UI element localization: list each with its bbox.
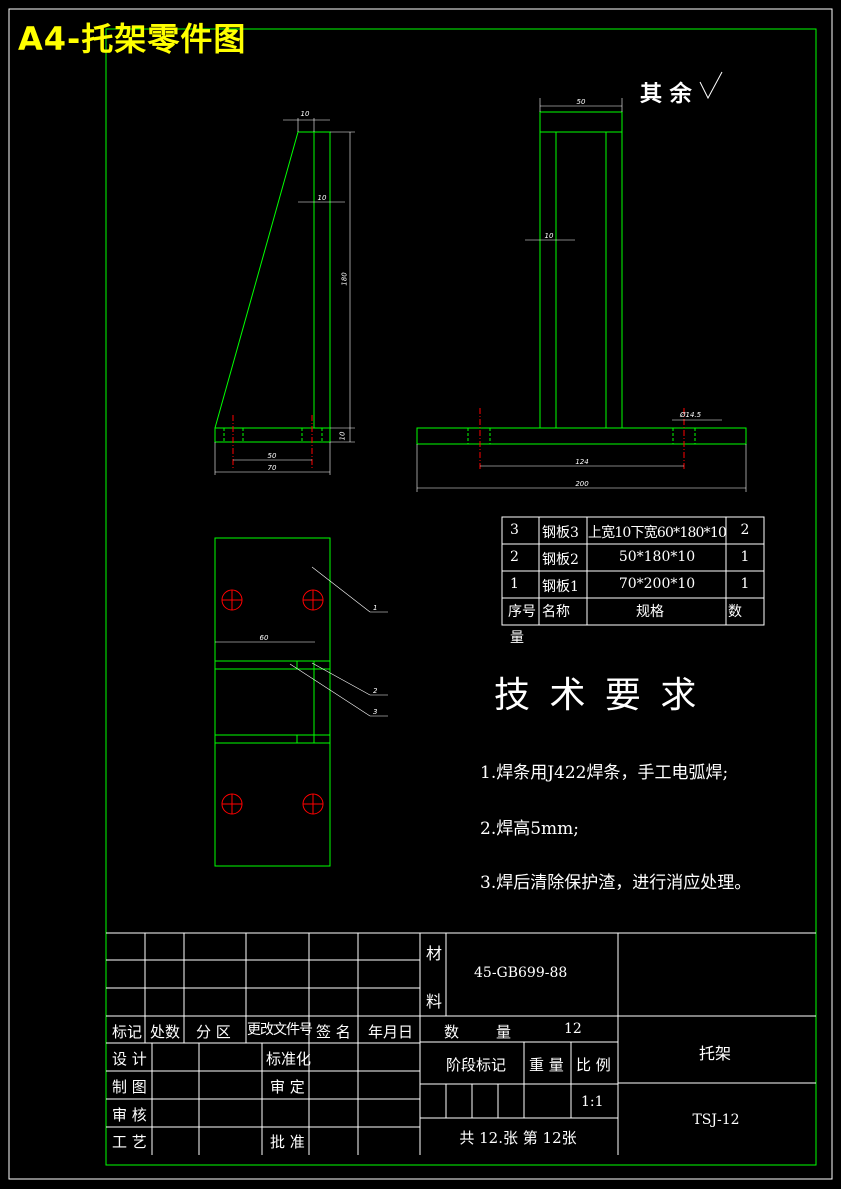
tb-material-label-2: 料 bbox=[426, 992, 443, 1011]
front-view-dimensions bbox=[416, 98, 747, 492]
parts-row-3-spec: 上宽10下宽60*180*10 bbox=[587, 525, 727, 541]
dim-side-base-height: 10 bbox=[338, 431, 347, 441]
tb-material: 45-GB699-88 bbox=[474, 965, 568, 981]
leader-label-1: 1 bbox=[373, 604, 378, 612]
tech-requirements-title: 技 术 要 求 bbox=[494, 675, 701, 716]
front-view bbox=[416, 111, 747, 445]
parts-header-name: 名称 bbox=[542, 604, 570, 620]
dim-front-hole-pitch: 124 bbox=[575, 458, 589, 466]
parts-row-3-name: 钢板3 bbox=[542, 525, 579, 541]
dim-front-top-width: 50 bbox=[576, 98, 586, 106]
tech-requirement-3: 3.焊后清除保护渣，进行消应处理。 bbox=[480, 873, 752, 893]
parts-header-qty: 数 bbox=[728, 604, 742, 620]
tb-change-doc: 更改文件号 bbox=[247, 1022, 313, 1038]
leader-label-3: 3 bbox=[373, 708, 378, 716]
roughness-symbol bbox=[699, 71, 723, 100]
tb-mark: 标记 bbox=[112, 1023, 143, 1041]
tb-drawing-no: TSJ-12 bbox=[692, 1112, 740, 1128]
parts-table-grid bbox=[501, 516, 765, 626]
tb-approve: 批 准 bbox=[270, 1133, 305, 1151]
plan-view bbox=[214, 537, 331, 867]
outer-border bbox=[8, 8, 833, 1180]
tb-approve-fix: 审 定 bbox=[270, 1078, 305, 1096]
tb-material-label-1: 材 bbox=[426, 944, 443, 963]
parts-row-1-spec: 70*200*10 bbox=[618, 576, 696, 592]
dim-side-hole-pitch: 50 bbox=[267, 452, 277, 460]
parts-header-qty-continued: 量 bbox=[510, 630, 524, 646]
tb-design: 设 计 bbox=[112, 1050, 147, 1068]
inner-frame bbox=[105, 28, 817, 1166]
dim-side-base-width: 70 bbox=[267, 464, 277, 472]
tb-count: 处数 bbox=[150, 1023, 181, 1041]
side-view-centerlines bbox=[232, 415, 313, 470]
tech-requirement-1: 1.焊条用J422焊条，手工电弧焊; bbox=[480, 763, 729, 783]
parts-row-3-qty: 2 bbox=[740, 522, 750, 538]
tb-zone: 分 区 bbox=[196, 1023, 231, 1041]
tb-check: 审 核 bbox=[112, 1106, 147, 1124]
side-view-dimensions bbox=[214, 118, 355, 475]
tb-scale-label: 比 例 bbox=[576, 1056, 611, 1074]
plan-view-dimensions-leaders bbox=[215, 566, 388, 717]
surface-roughness-note: 其 余 bbox=[640, 82, 692, 107]
parts-row-2-qty: 1 bbox=[740, 549, 750, 565]
leader-label-2: 2 bbox=[373, 687, 378, 695]
tb-sheets: 共 12.张 第 12张 bbox=[459, 1129, 577, 1147]
tb-qty: 12 bbox=[564, 1021, 582, 1037]
tb-sign: 签 名 bbox=[316, 1023, 351, 1041]
plan-view-holes bbox=[221, 589, 324, 815]
parts-header-spec: 规格 bbox=[636, 604, 664, 620]
drawing-title: A4-托架零件图 bbox=[18, 20, 247, 58]
parts-row-2-spec: 50*180*10 bbox=[618, 549, 696, 565]
tb-weight: 重 量 bbox=[529, 1056, 564, 1074]
tech-requirement-2: 2.焊高5mm; bbox=[480, 819, 580, 839]
tb-draw: 制 图 bbox=[112, 1078, 147, 1096]
tb-process: 工 艺 bbox=[112, 1133, 147, 1151]
tb-qty-label: 数 bbox=[444, 1023, 460, 1041]
parts-row-1-name: 钢板1 bbox=[542, 579, 579, 595]
parts-header-no: 序号 bbox=[508, 604, 536, 620]
parts-row-2-no: 2 bbox=[510, 549, 519, 565]
parts-row-3-no: 3 bbox=[510, 522, 519, 538]
dim-front-base-width: 200 bbox=[575, 480, 589, 488]
parts-row-1-no: 1 bbox=[510, 576, 519, 592]
dim-side-height: 180 bbox=[340, 272, 349, 286]
tb-qty-label-2: 量 bbox=[496, 1023, 512, 1041]
tb-stage: 阶段标记 bbox=[446, 1056, 507, 1074]
tb-scale: 1:1 bbox=[581, 1094, 604, 1110]
parts-row-1-qty: 1 bbox=[740, 576, 750, 592]
tb-date: 年月日 bbox=[368, 1023, 414, 1041]
dim-front-web-width: 10 bbox=[544, 232, 554, 240]
dim-front-hole-diameter: Ø14.5 bbox=[680, 411, 702, 419]
dim-side-mid-width: 10 bbox=[317, 194, 327, 202]
dim-side-top-width: 10 bbox=[300, 110, 310, 118]
side-view bbox=[214, 131, 331, 443]
parts-row-2-name: 钢板2 bbox=[542, 552, 579, 568]
tb-part-name: 托架 bbox=[698, 1044, 732, 1063]
dim-plan-width: 60 bbox=[259, 634, 269, 642]
title-block-grid bbox=[106, 932, 816, 1155]
tb-standardize: 标准化 bbox=[266, 1050, 312, 1068]
front-view-centerlines bbox=[479, 408, 685, 470]
